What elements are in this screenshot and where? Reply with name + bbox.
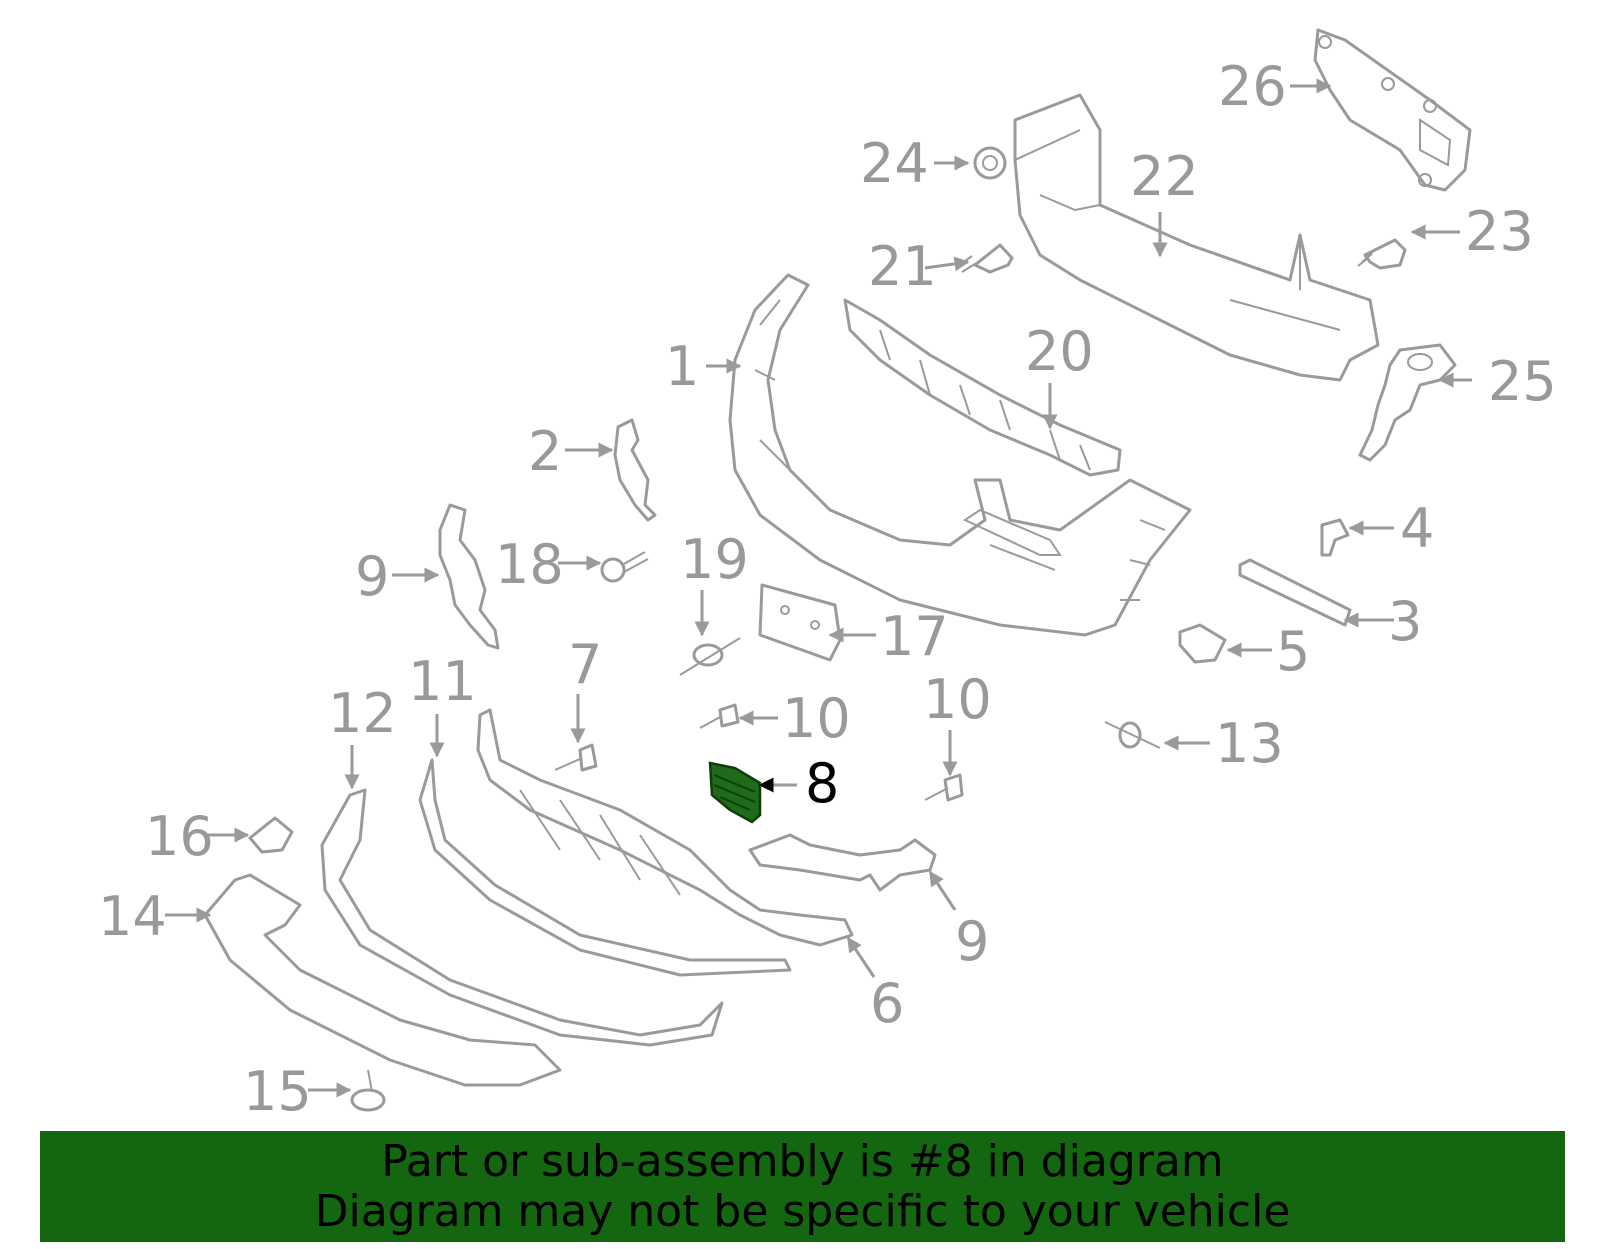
callout-11: 11 bbox=[408, 650, 477, 713]
part-19-push-pin bbox=[679, 637, 741, 676]
part-11-lower-trim bbox=[418, 758, 792, 977]
callout-3: 3 bbox=[1388, 590, 1422, 653]
part-10-left-screw bbox=[699, 703, 740, 729]
callout-8: 8 bbox=[805, 752, 839, 815]
part-5-clip bbox=[1178, 623, 1227, 664]
part-13-push-pin bbox=[1104, 721, 1161, 749]
callout-14: 14 bbox=[98, 885, 167, 948]
part-22-reinforcement-beam bbox=[1013, 93, 1380, 382]
part-24-nut bbox=[973, 146, 1007, 180]
callout-7: 7 bbox=[568, 633, 602, 696]
part-15-push-rivet bbox=[350, 1069, 386, 1112]
callout-10-right: 10 bbox=[923, 668, 992, 731]
callout-15: 15 bbox=[243, 1060, 312, 1123]
part-1-bumper-cover bbox=[728, 273, 1192, 637]
callout-13: 13 bbox=[1215, 712, 1284, 775]
banner-line-part-number: Part or sub-assembly is #8 in diagram bbox=[381, 1135, 1224, 1187]
callout-2: 2 bbox=[528, 420, 562, 483]
part-21-bolt bbox=[957, 243, 1014, 274]
part-3-bracket-strip bbox=[1238, 558, 1352, 627]
part-16-clip bbox=[248, 816, 294, 854]
part-4-screw bbox=[1320, 518, 1350, 557]
callout-25: 25 bbox=[1488, 350, 1557, 413]
callout-18: 18 bbox=[495, 533, 564, 596]
part-7-screw bbox=[554, 743, 598, 772]
callout-labels: 1 2 3 4 5 6 7 8 9 9 10 10 11 12 13 14 15… bbox=[98, 55, 1557, 1123]
part-25-tow-hook bbox=[1358, 343, 1457, 462]
callout-21: 21 bbox=[868, 235, 937, 298]
callout-26: 26 bbox=[1218, 55, 1287, 118]
callout-22: 22 bbox=[1130, 145, 1199, 208]
part-2-bracket bbox=[613, 418, 657, 522]
part-9-upper-bracket bbox=[438, 503, 500, 650]
part-12-lower-cover bbox=[320, 788, 724, 1047]
banner-line-disclaimer: Diagram may not be specific to your vehi… bbox=[314, 1185, 1291, 1237]
part-20-absorber bbox=[843, 298, 1122, 477]
callout-17: 17 bbox=[880, 605, 949, 668]
callout-12: 12 bbox=[328, 682, 397, 745]
callout-6: 6 bbox=[870, 972, 904, 1035]
part-17-license-bracket bbox=[758, 583, 842, 662]
callout-24: 24 bbox=[860, 132, 929, 195]
callout-23: 23 bbox=[1465, 200, 1534, 263]
part-9-lower-bracket bbox=[748, 833, 937, 892]
part-14-skid-plate bbox=[203, 873, 562, 1087]
info-banner: Part or sub-assembly is #8 in diagram Di… bbox=[40, 1131, 1565, 1242]
part-23-bolt bbox=[1357, 238, 1407, 270]
callout-4: 4 bbox=[1400, 497, 1434, 560]
callout-5: 5 bbox=[1276, 620, 1310, 683]
part-8-bracket-highlighted bbox=[708, 761, 762, 824]
callout-16: 16 bbox=[145, 805, 214, 868]
part-10-right-screw bbox=[924, 773, 964, 802]
part-6-grille bbox=[476, 708, 854, 947]
callout-9-lower: 9 bbox=[955, 910, 989, 973]
callout-10-left: 10 bbox=[782, 687, 851, 750]
callout-1: 1 bbox=[665, 335, 699, 398]
part-26-bracket bbox=[1313, 28, 1472, 192]
part-18-bolt bbox=[600, 551, 649, 583]
callout-20: 20 bbox=[1025, 320, 1094, 383]
callout-19: 19 bbox=[680, 528, 749, 591]
callout-9-upper: 9 bbox=[355, 545, 389, 608]
leader-lines bbox=[165, 78, 1472, 1098]
